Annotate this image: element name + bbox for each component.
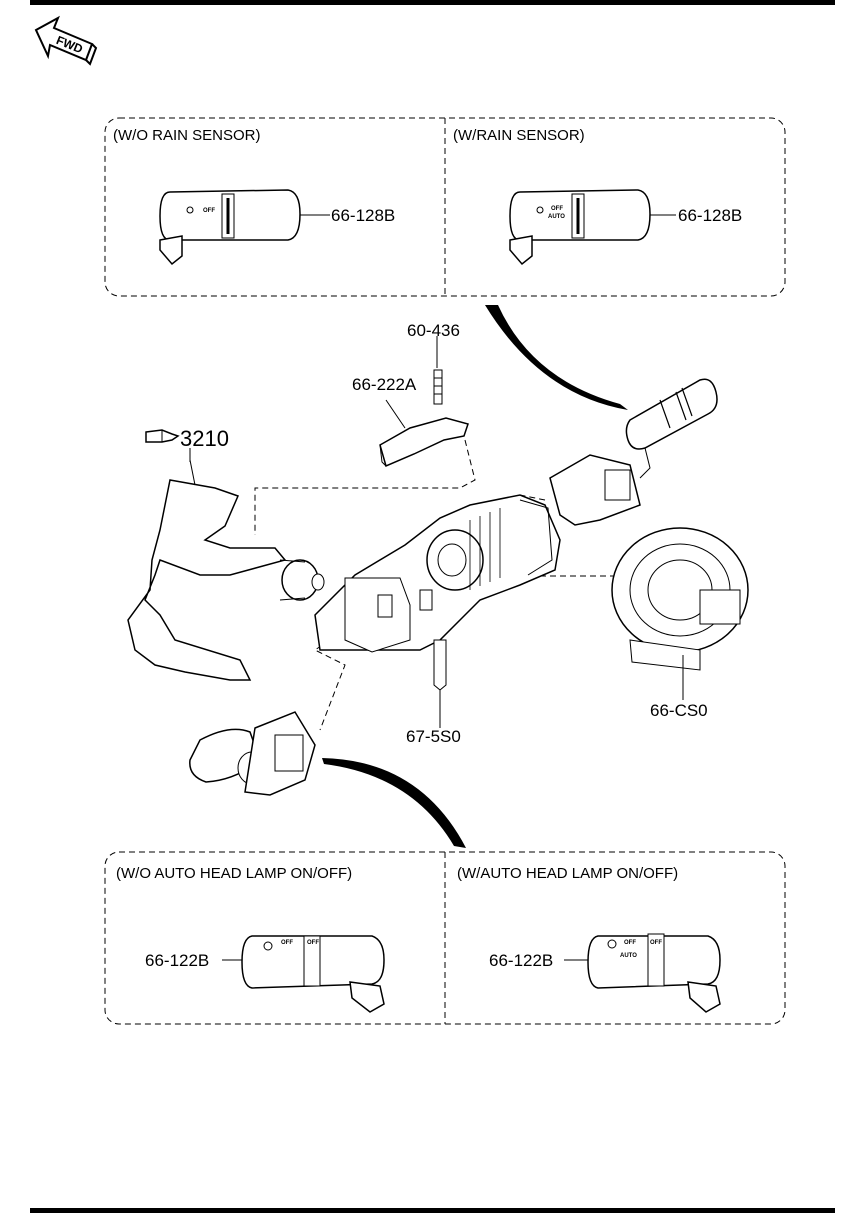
part-label-66-128B-left: 66-128B bbox=[331, 206, 396, 225]
wiper-switch-right: OFF AUTO bbox=[509, 189, 676, 266]
lower-curve-arrow bbox=[322, 758, 466, 848]
lamp-right-off-text-1: OFF bbox=[624, 940, 636, 946]
wiper-right-auto-text: AUTO bbox=[548, 214, 565, 220]
part-label-66-222A: 66-222A bbox=[352, 375, 417, 394]
part-label-60-436: 60-436 bbox=[407, 321, 460, 340]
combination-switch-assembly bbox=[314, 494, 561, 728]
lamp-switch-left: OFF OFF bbox=[222, 935, 385, 1013]
bracket-66-222A bbox=[379, 399, 469, 468]
lamp-switch-right: OFF AUTO OFF bbox=[564, 933, 721, 1013]
upper-curve-arrow bbox=[485, 305, 628, 410]
wiper-left-off-text: OFF bbox=[203, 208, 215, 214]
part-label-66-128B-right: 66-128B bbox=[678, 206, 743, 225]
panel-title-wo-auto-lamp: (W/O AUTO HEAD LAMP ON/OFF) bbox=[116, 865, 353, 882]
top-border bbox=[30, 0, 835, 5]
reference-number-3210: 3210 bbox=[180, 426, 229, 451]
screw-60-436 bbox=[433, 342, 443, 405]
wiper-switch-assembly bbox=[549, 378, 718, 526]
steering-column bbox=[127, 459, 325, 681]
wiper-switch-left: OFF bbox=[159, 189, 330, 266]
bottom-border bbox=[30, 1208, 835, 1213]
lamp-left-off-text-2: OFF bbox=[307, 940, 319, 946]
clock-spring-66-CS0 bbox=[611, 527, 749, 700]
lamp-left-off-text-1: OFF bbox=[281, 940, 293, 946]
lamp-right-auto-text: AUTO bbox=[620, 953, 637, 959]
panel-title-w-rain: (W/RAIN SENSOR) bbox=[453, 127, 585, 144]
lamp-switch-assembly bbox=[189, 711, 316, 796]
part-label-66-122B-right: 66-122B bbox=[489, 951, 554, 970]
wiper-right-off-text: OFF bbox=[551, 206, 563, 212]
fwd-arrow-icon: FWD bbox=[34, 15, 98, 66]
part-label-66-122B-left: 66-122B bbox=[145, 951, 210, 970]
panel-title-w-auto-lamp: (W/AUTO HEAD LAMP ON/OFF) bbox=[457, 865, 679, 882]
part-label-67-5S0: 67-5S0 bbox=[406, 727, 461, 746]
panel-title-wo-rain: (W/O RAIN SENSOR) bbox=[113, 127, 261, 144]
part-label-66-CS0: 66-CS0 bbox=[650, 701, 708, 720]
lamp-right-off-text-2: OFF bbox=[650, 940, 662, 946]
pointing-hand-icon bbox=[145, 429, 180, 443]
